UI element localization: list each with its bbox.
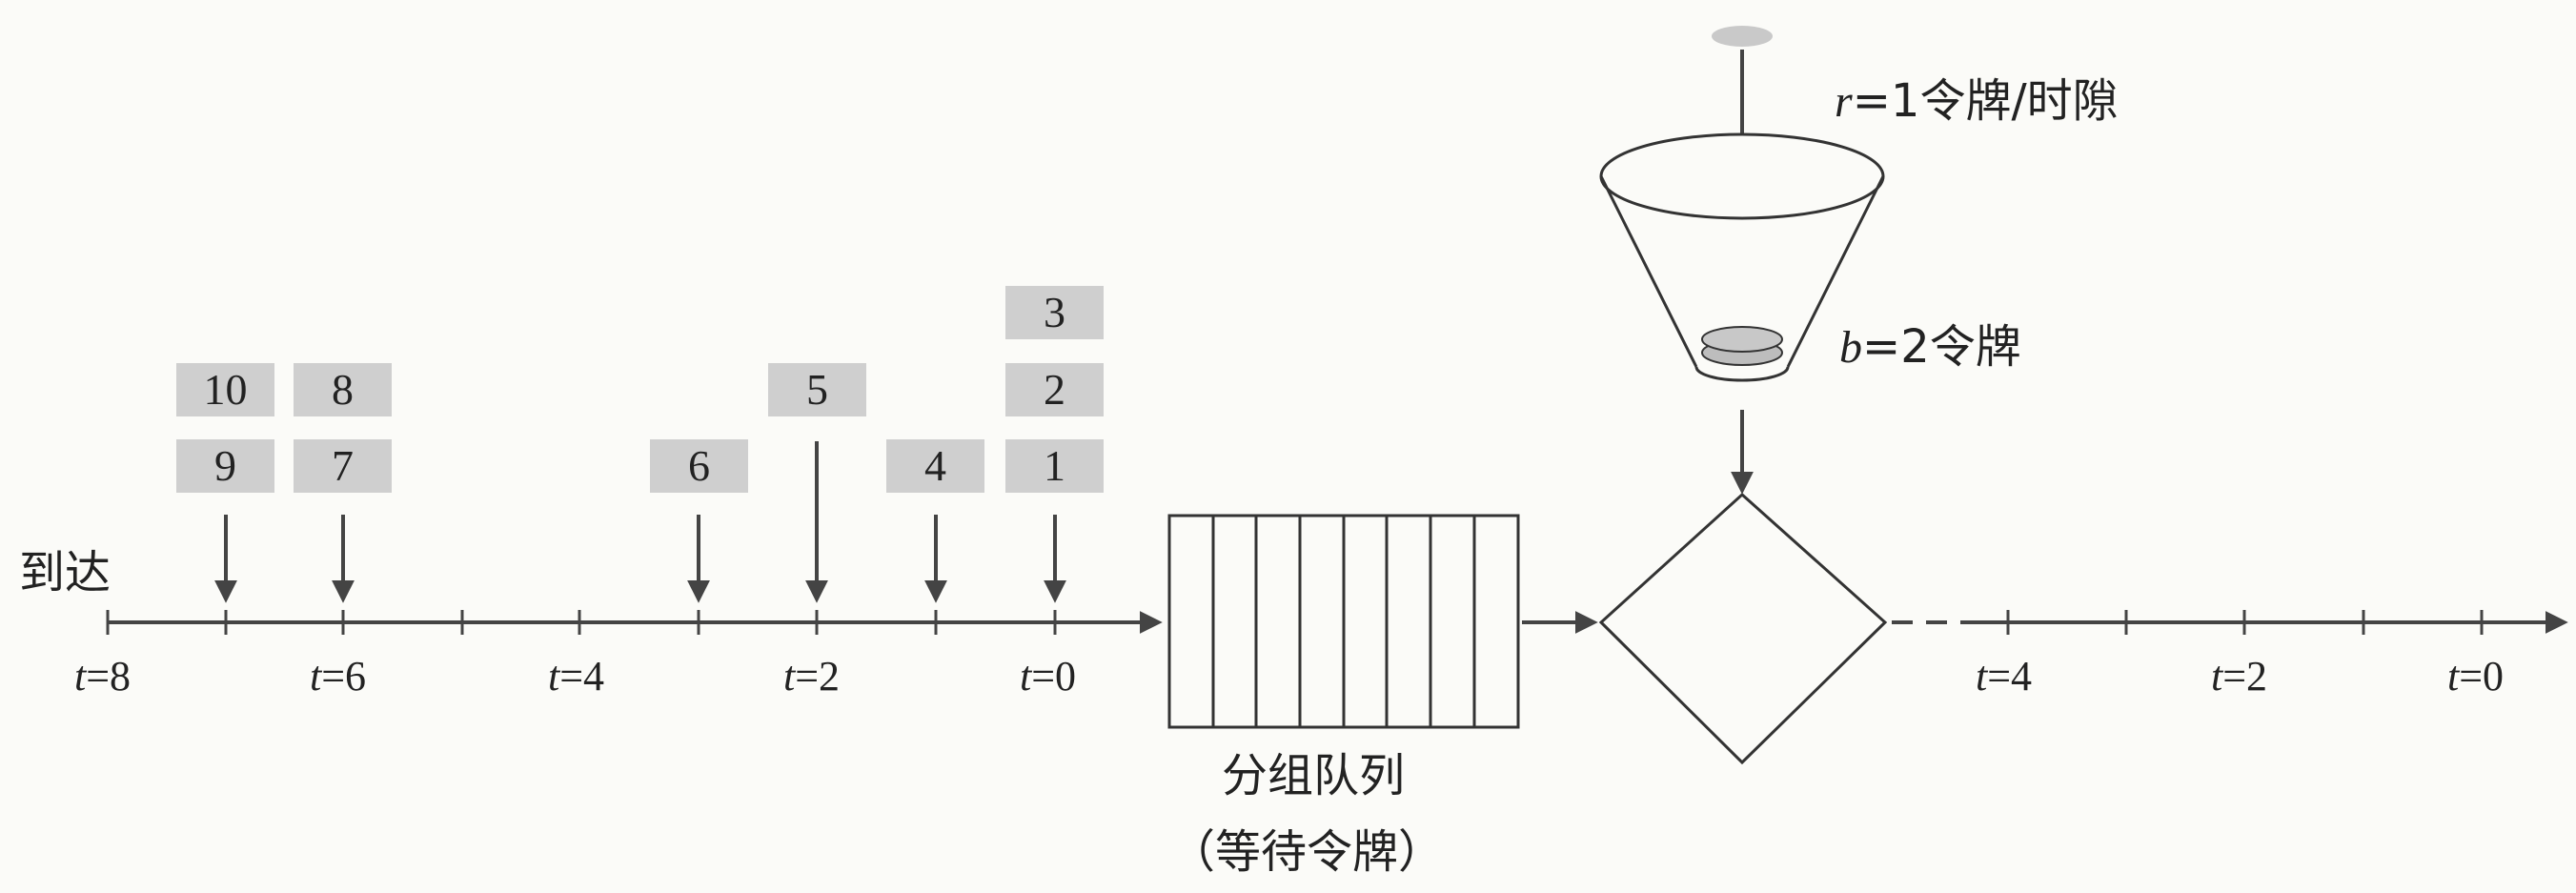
time-var: t [310, 653, 322, 700]
left-tick-label: t=8 [74, 656, 131, 698]
size-text: =2令牌 [1862, 320, 2021, 374]
tick-value: =4 [559, 653, 605, 700]
tick-value: =2 [795, 653, 841, 700]
tick-value: =0 [2459, 653, 2505, 700]
time-var: t [1020, 653, 1032, 700]
packet-5: 5 [768, 363, 866, 416]
time-var: t [74, 653, 87, 700]
packet-1: 1 [1005, 439, 1104, 493]
bucket-size-label: b=2令牌 [1839, 324, 2021, 371]
time-var: t [783, 653, 796, 700]
packet-9: 9 [176, 439, 274, 493]
packet-4: 4 [886, 439, 984, 493]
size-var: b [1839, 322, 1862, 373]
token-bucket [1599, 132, 1885, 382]
arrival-arrows [214, 441, 1066, 603]
packet-6: 6 [650, 439, 748, 493]
packet-8: 8 [294, 363, 392, 416]
rate-text: =1令牌/时隙 [1852, 74, 2119, 128]
tick-value: =2 [2222, 653, 2268, 700]
left-tick-label: t=6 [310, 656, 366, 698]
rate-var: r [1835, 76, 1853, 127]
packet-10: 10 [176, 363, 274, 416]
token-rate-label: r=1令牌/时隙 [1835, 78, 2119, 125]
tick-value: =6 [321, 653, 367, 700]
right-tick-label: t=2 [2211, 656, 2267, 698]
time-var: t [1976, 653, 1988, 700]
arrivals-label: 到达 [19, 546, 112, 599]
bucket-tokens [1701, 326, 1783, 366]
left-tick-label: t=0 [1020, 656, 1076, 698]
time-var: t [548, 653, 560, 700]
time-var: t [2447, 653, 2460, 700]
token-source [1712, 26, 1773, 47]
left-tick-label: t=2 [783, 656, 840, 698]
tick-value: =0 [1031, 653, 1077, 700]
packet-queue [1167, 514, 1520, 729]
right-tick-label: t=0 [2447, 656, 2504, 698]
packet-7: 7 [294, 439, 392, 493]
tick-value: =8 [86, 653, 132, 700]
queue-sublabel: （等待令牌） [1169, 825, 1445, 879]
queue-label: 分组队列 [1222, 749, 1406, 802]
right-tick-label: t=4 [1976, 656, 2032, 698]
packet-2: 2 [1005, 363, 1104, 416]
time-var: t [2211, 653, 2223, 700]
output-ticks [2006, 610, 2484, 635]
token-gate-diamond [1598, 492, 1888, 765]
tick-value: =4 [1987, 653, 2033, 700]
arrival-ticks [106, 610, 1057, 635]
packet-3: 3 [1005, 286, 1104, 339]
left-tick-label: t=4 [548, 656, 604, 698]
